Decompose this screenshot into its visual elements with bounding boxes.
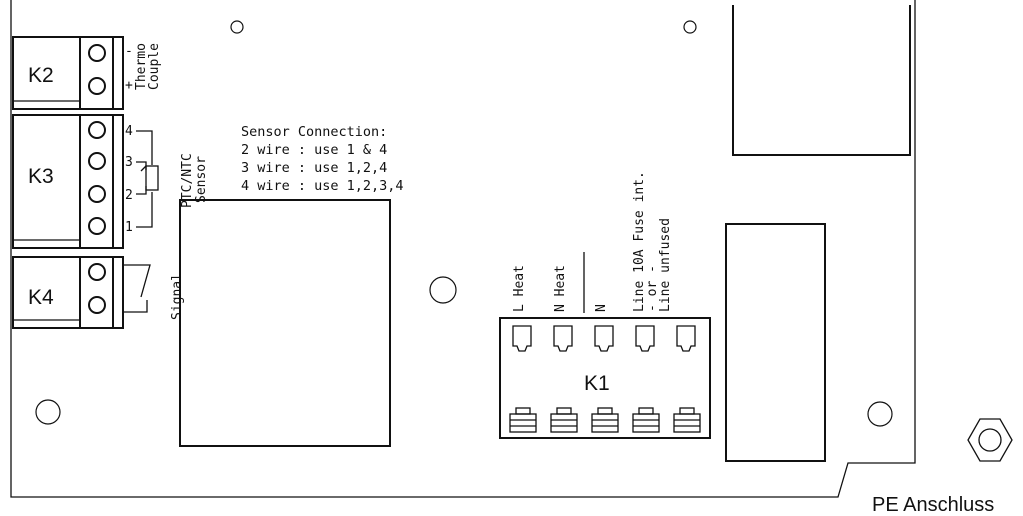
k3-pin-3: 3 — [125, 155, 133, 170]
k4-label: K4 — [28, 286, 54, 309]
sensor-connection-note: Sensor Connection: 2 wire : use 1 & 4 3 … — [241, 124, 404, 194]
k1-contact-1[interactable] — [512, 325, 532, 352]
k4-screw-1[interactable] — [88, 263, 106, 281]
sensor-connection-title: Sensor Connection: — [241, 124, 387, 140]
k4-caption-signal: Signal — [170, 273, 185, 320]
relay-block — [725, 223, 826, 462]
k2-caption-thermo: Thermo — [134, 43, 149, 90]
k4-switch-symbol — [123, 264, 151, 313]
k1-clamp-4[interactable] — [632, 407, 660, 433]
mount-hole-top-left — [230, 20, 244, 34]
k3-screw-2[interactable] — [88, 185, 106, 203]
sensor-connection-2wire: 2 wire : use 1 & 4 — [241, 142, 387, 158]
k3-body — [12, 114, 124, 249]
k1-contact-2[interactable] — [553, 325, 573, 352]
pe-label: PE Anschluss — [872, 494, 994, 516]
sensor-connection-3wire: 3 wire : use 1,2,4 — [241, 160, 387, 176]
k1-clamp-1[interactable] — [509, 407, 537, 433]
center-square-component — [179, 199, 391, 447]
k2-pin-plus: + — [125, 78, 133, 93]
terminal-block-k2: K2 - + Thermo Couple — [12, 36, 162, 110]
k2-body — [12, 36, 124, 110]
k2-caption-couple: Couple — [147, 43, 162, 90]
k3-caption-sensor: Sensor — [194, 156, 209, 203]
k2-screw-1[interactable] — [88, 44, 106, 62]
k1-clamp-5[interactable] — [673, 407, 701, 433]
pe-hex-nut-icon — [967, 418, 1013, 462]
k1-caption-line-fuse: Line 10A Fuse int. — [632, 171, 647, 312]
k1-contact-4[interactable] — [635, 325, 655, 352]
terminal-block-k1: K1 L Heat N Heat N Line 10A Fuse int. - … — [499, 171, 711, 439]
sensor-connection-4wire: 4 wire : use 1,2,3,4 — [241, 178, 404, 194]
k2-screw-2[interactable] — [88, 77, 106, 95]
k3-caption-ptc: PTC/NTC — [180, 153, 195, 208]
k3-screw-1[interactable] — [88, 217, 106, 235]
k2-label: K2 — [28, 64, 54, 87]
k1-clamp-3[interactable] — [591, 407, 619, 433]
top-right-component — [732, 5, 911, 156]
mount-hole-center — [429, 276, 457, 304]
k4-body — [12, 256, 124, 329]
k3-pin-1: 1 — [125, 220, 133, 235]
k4-screw-2[interactable] — [88, 296, 106, 314]
mount-hole-top-right — [683, 20, 697, 34]
pe-connector — [967, 418, 1013, 462]
mount-hole-bottom-left — [35, 399, 61, 425]
ptc-sensor-wiring — [136, 130, 153, 228]
k3-screw-3[interactable] — [88, 152, 106, 170]
k1-clamp-2[interactable] — [550, 407, 578, 433]
k3-label: K3 — [28, 165, 54, 188]
k3-pin-4: 4 — [125, 124, 133, 139]
k1-caption-l-heat: L Heat — [512, 265, 527, 312]
resistor-icon — [145, 165, 159, 191]
k3-screw-4[interactable] — [88, 121, 106, 139]
pe-bolt-icon — [978, 428, 1002, 452]
k1-label: K1 — [584, 372, 610, 395]
k3-pin-2: 2 — [125, 188, 133, 203]
k1-contact-5[interactable] — [676, 325, 696, 352]
k1-caption-n: N — [594, 304, 609, 312]
board-outline — [10, 0, 916, 498]
k1-caption-line-unfused: Line unfused — [658, 218, 673, 312]
k1-caption-n-heat: N Heat — [553, 265, 568, 312]
k1-caption-or: - or - — [645, 265, 660, 312]
k2-pin-minus: - — [125, 44, 133, 59]
mount-hole-bottom-right — [867, 401, 893, 427]
k1-bottom-clamps — [509, 407, 701, 433]
terminal-block-k4: K4 Signal — [12, 256, 185, 329]
k1-contact-3[interactable] — [594, 325, 614, 352]
terminal-block-k3: K3 4 3 2 1 PTC/NTC Sensor — [12, 114, 209, 249]
k1-top-contacts — [512, 325, 696, 352]
